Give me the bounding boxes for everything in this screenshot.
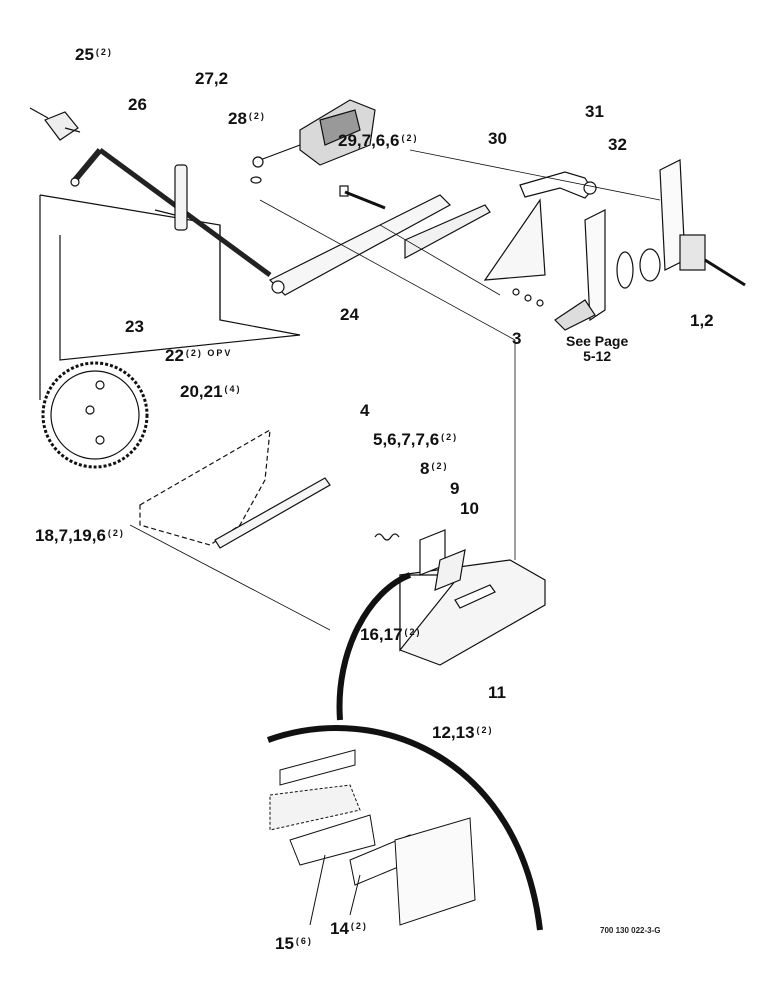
callout-24: 24 [340,305,359,324]
callout-31: 31 [585,102,604,121]
detail-inset [269,749,476,926]
detail-callout-arc [336,572,412,721]
arm-24 [268,194,451,296]
cylinder-actuator [250,99,376,184]
panel-outline-inner [59,235,301,361]
callout-9: 9 [450,479,460,498]
see-page-note: See Page 5-12 [566,333,629,365]
elbow-31 [519,171,593,199]
callout-8: 8(2) [420,459,449,478]
shaft-26 [70,147,272,278]
plate-10 [434,549,466,591]
bearing-flange-25 [29,107,81,141]
callout-23: 23 [125,317,144,336]
bracket-11 [399,559,546,666]
sprocket-23 [41,361,149,469]
callout-1-2: 1,2 [690,311,714,330]
callout-27: 27,2 [195,69,229,88]
bolt-29 [339,185,386,210]
bracket-27 [174,164,188,231]
callout-18: 18,7,19,6(2) [35,526,125,545]
callout-20-21: 20,21(4) [180,382,242,401]
callout-26: 26 [128,95,147,114]
callout-22: 22(2) OPV [165,346,233,365]
callout-32: 32 [608,135,627,154]
detail-circle [266,725,543,931]
callout-3: 3 [512,329,522,348]
clutch-assembly [554,159,746,331]
callout-16-17: 16,17(2) [360,625,422,644]
panel-outline-upper [39,194,301,336]
channel-30 [404,204,491,259]
callout-28: 28(2) [228,109,266,128]
callout-25: 25(2) [75,45,113,64]
callout-30: 30 [488,129,507,148]
callout-11: 11 [488,683,506,702]
callout-29: 29,7,6,6(2) [338,131,419,150]
callout-4: 4 [360,401,370,420]
bar-4 [214,477,331,549]
triangle-bracket-3 [483,198,546,281]
callout-5: 5,6,7,7,6(2) [373,430,459,449]
callout-12-13: 12,13(2) [432,723,494,742]
drawing-number: 700 130 022-3-G [600,926,661,935]
spring-8 [374,533,400,541]
base-plate [139,428,271,546]
callout-10: 10 [460,499,479,518]
callout-15: 15(6) [275,934,313,953]
bushing-32 [583,181,597,195]
callout-14: 14(2) [330,919,368,938]
